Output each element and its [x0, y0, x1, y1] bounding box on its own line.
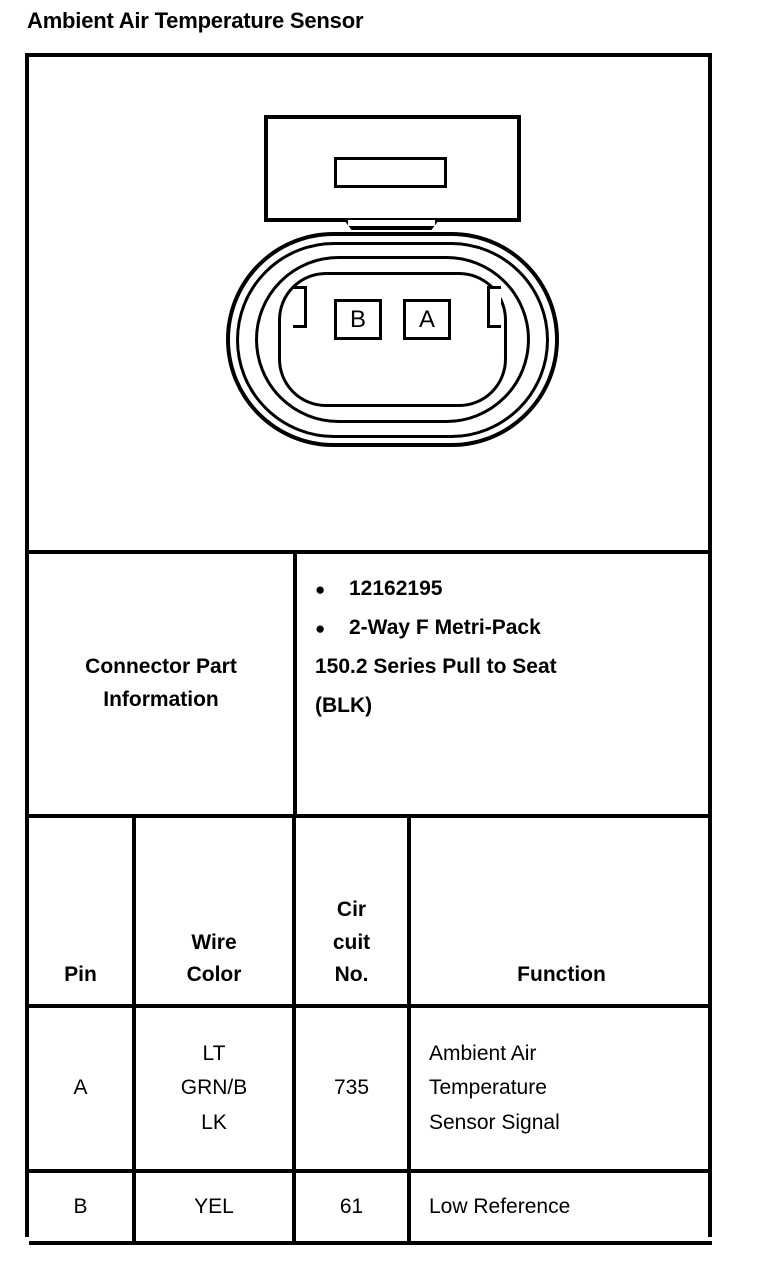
page-title: Ambient Air Temperature Sensor: [27, 8, 364, 33]
connector-part-description-cont-1: 150.2 Series Pull to Seat: [315, 654, 557, 678]
connector-part-bullet: ● 12162195: [315, 570, 700, 609]
bullet-icon: ●: [315, 580, 326, 599]
connector-cavity-inner: [278, 272, 507, 407]
connector-part-information-label: Connector Part Information: [29, 554, 297, 814]
connector-part-bullet: ● 2-Way F Metri-Pack: [315, 609, 700, 648]
bullet-icon: ●: [315, 618, 326, 638]
column-header-wire-color: Wire Color: [136, 818, 296, 1004]
connector-part-information-row: Connector Part Information ● 12162195 ● …: [29, 550, 712, 814]
connector-part-number: 12162195: [349, 577, 443, 600]
connector-detail-table: B A Connector Part Information ● 1216219…: [25, 53, 712, 1245]
connector-body-slot-icon: [334, 157, 447, 188]
cell-wire-color: LT GRN/B LK: [136, 1008, 296, 1169]
connector-face-diagram: B A: [29, 57, 712, 550]
keying-notch-right-icon: [487, 286, 501, 328]
keying-notch-left-icon: [293, 286, 307, 328]
cell-circuit-no: 61: [296, 1173, 411, 1241]
connector-latch-icon: [344, 220, 439, 230]
table-row: B YEL 61 Low Reference: [29, 1173, 712, 1245]
connector-part-description: 2-Way F Metri-Pack: [349, 615, 541, 639]
pin-cavity-b: B: [334, 299, 382, 340]
cell-pin: B: [29, 1173, 136, 1241]
connector-part-information-value: ● 12162195 ● 2-Way F Metri-Pack 150.2 Se…: [301, 554, 712, 814]
pin-cavity-a: A: [403, 299, 451, 340]
column-header-circuit-no: Cir cuit No.: [296, 818, 411, 1004]
table-header-row: Pin Wire Color Cir cuit No. Function: [29, 818, 712, 1008]
pin-assignment-table: Pin Wire Color Cir cuit No. Function A L…: [29, 814, 712, 1245]
connector-part-color-code: (BLK): [315, 693, 373, 717]
cell-wire-color: YEL: [136, 1173, 296, 1241]
cell-pin: A: [29, 1008, 136, 1169]
connector-diagram-cell: B A: [29, 57, 712, 550]
column-header-function: Function: [517, 963, 606, 987]
cell-circuit-no: 735: [296, 1008, 411, 1169]
cell-function: Low Reference: [429, 1194, 571, 1218]
table-row: A LT GRN/B LK 735 Ambient Air Temperatur…: [29, 1008, 712, 1173]
cell-function: Ambient Air Temperature Sensor Signal: [429, 1041, 560, 1134]
column-header-pin: Pin: [29, 818, 136, 1004]
